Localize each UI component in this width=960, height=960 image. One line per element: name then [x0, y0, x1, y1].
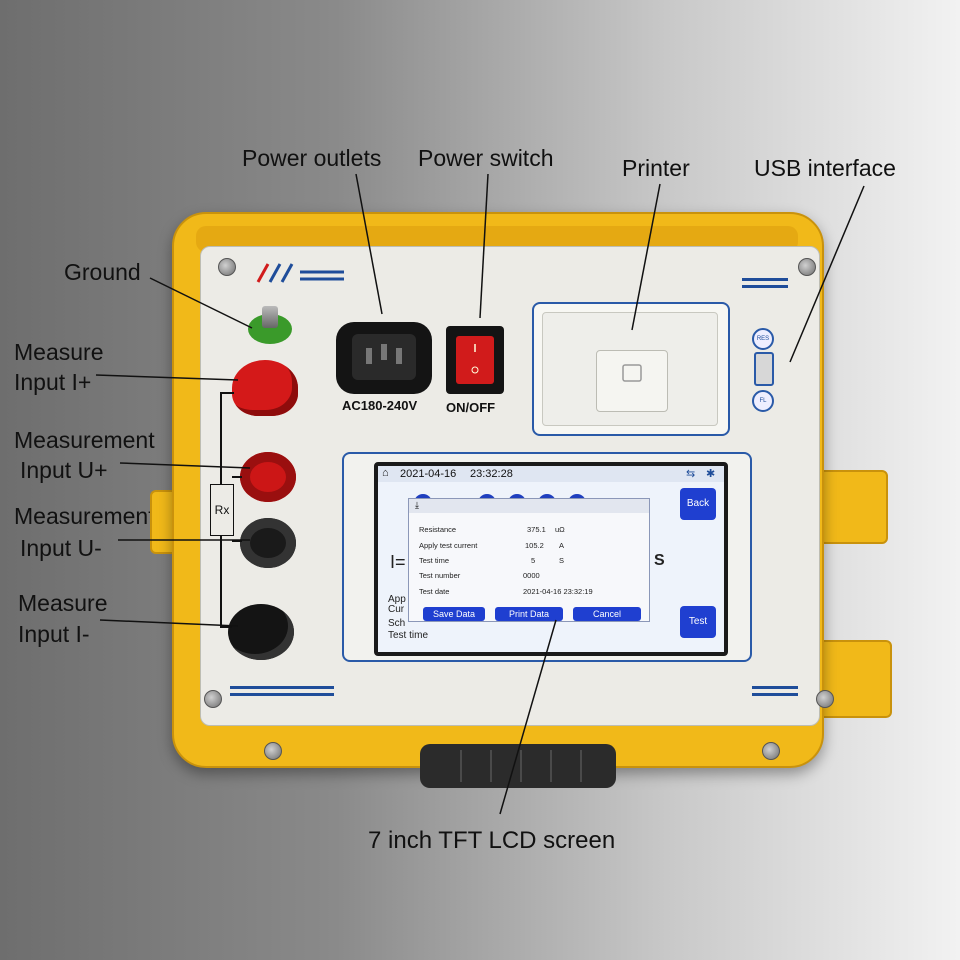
leader-printer — [631, 183, 661, 331]
lcd-status-bar: ⌂ 2021-04-16 23:32:28 ⇆ ✱ — [378, 466, 724, 482]
leader-i-minus — [99, 619, 239, 627]
print-data-button[interactable]: Print Data — [495, 607, 563, 621]
lcd-unit: S — [654, 552, 665, 569]
leader-usb — [789, 185, 865, 363]
lcd-bg-line: Test time — [388, 630, 429, 641]
dialog-row-label: Apply test current — [419, 541, 478, 550]
dialog-row-value: 5 — [531, 556, 536, 565]
home-icon[interactable]: ⌂ — [382, 467, 389, 479]
callout-u-minus-line1: Measurement — [14, 503, 155, 529]
usb-port[interactable] — [754, 352, 774, 386]
download-icon: ⤓ — [415, 500, 419, 510]
brand-stripes — [256, 262, 346, 284]
schematic-wire — [232, 540, 242, 542]
back-button[interactable]: Back — [680, 488, 716, 520]
dialog-row-value: 375.1 — [527, 525, 546, 534]
callout-i-minus-line2: Input I- — [18, 621, 90, 647]
inlet-label: AC180-240V — [342, 398, 418, 413]
test-button[interactable]: Test — [680, 606, 716, 638]
callout-power-switch: Power switch — [418, 145, 554, 171]
dialog-row-value: 2021-04-16 23:32:19 — [523, 587, 593, 596]
dialog-row-unit: A — [559, 541, 565, 550]
screw-icon — [816, 690, 834, 708]
screw-icon — [264, 742, 282, 760]
callout-i-plus-line2: Input I+ — [14, 369, 92, 395]
lcd-bg-line: Sch — [388, 618, 406, 629]
dialog-header: ⤓ — [409, 499, 649, 513]
dialog-row-unit: S — [559, 556, 565, 565]
callout-i-minus-line1: Measure — [18, 590, 108, 616]
measure-input-i-minus-terminal[interactable] — [228, 604, 294, 660]
leader-power-outlets — [355, 173, 383, 315]
stripe-line — [752, 686, 798, 689]
callout-usb-interface: USB interface — [754, 155, 896, 181]
leader-u-plus — [119, 462, 251, 469]
callout-u-plus-line1: Measurement — [14, 427, 155, 453]
dialog-row-label: Test number — [419, 571, 461, 580]
save-data-button[interactable]: Save Data — [423, 607, 485, 621]
ground-terminal[interactable] — [248, 306, 292, 344]
switch-label: ON/OFF — [446, 400, 496, 415]
bluetooth-icon: ✱ — [706, 468, 716, 480]
stripe-line — [742, 278, 788, 281]
result-dialog: ⤓ Resistance 375.1 uΩ Apply test current… — [408, 498, 650, 622]
schematic-wire — [220, 392, 234, 394]
reset-button[interactable]: RES — [752, 328, 774, 350]
lcd-bg-line: Cur — [388, 604, 405, 615]
dialog-row-unit: uΩ — [555, 525, 565, 534]
schematic-wire — [232, 476, 242, 478]
measurement-input-u-plus-terminal[interactable] — [240, 452, 296, 502]
leader-ground — [149, 277, 253, 329]
measure-input-i-plus-terminal[interactable] — [232, 360, 298, 416]
lcd-date: 2021-04-16 — [400, 468, 457, 480]
screw-icon — [218, 258, 236, 276]
dialog-row-label: Resistance — [419, 525, 457, 534]
screw-icon — [762, 742, 780, 760]
callout-lcd-screen: 7 inch TFT LCD screen — [368, 827, 616, 854]
power-switch-rocker[interactable] — [456, 336, 494, 384]
schematic-wire — [220, 626, 232, 628]
callout-u-minus-line2: Input U- — [20, 535, 102, 561]
measurement-input-u-minus-terminal[interactable] — [240, 518, 296, 568]
stripe-line — [230, 693, 334, 696]
dialog-row-label: Test time — [419, 556, 450, 565]
leader-i-plus — [95, 374, 239, 381]
lcd-time: 23:32:28 — [470, 468, 513, 480]
cancel-button[interactable]: Cancel — [573, 607, 641, 621]
screw-icon — [204, 690, 222, 708]
callout-u-plus-line2: Input U+ — [20, 457, 108, 483]
lcd-bg-line: App — [388, 594, 406, 605]
rx-resistor-symbol: Rx — [210, 484, 234, 536]
stripe-line — [752, 693, 798, 696]
screw-icon — [798, 258, 816, 276]
leader-power-switch — [479, 173, 489, 319]
fl-button[interactable]: FL — [752, 390, 774, 412]
dialog-row-label: Test date — [419, 587, 450, 596]
lcd-screen[interactable]: ⌂ 2021-04-16 23:32:28 ⇆ ✱ I= S App Cur S… — [374, 462, 728, 656]
callout-printer: Printer — [622, 155, 690, 181]
usb-icon: ⇆ — [686, 468, 696, 480]
stripe-line — [742, 285, 788, 288]
callout-power-outlets: Power outlets — [242, 145, 382, 171]
printer-paper-door[interactable] — [596, 350, 668, 412]
dialog-row-value: 105.2 — [525, 541, 544, 550]
lcd-current-symbol: I= — [390, 552, 406, 572]
callout-ground: Ground — [64, 259, 141, 285]
stripe-line — [230, 686, 334, 689]
callout-i-plus-line1: Measure — [14, 339, 104, 365]
dialog-row-value: 0000 — [523, 571, 540, 580]
power-inlet-socket — [352, 334, 416, 380]
leader-lcd — [499, 619, 557, 815]
